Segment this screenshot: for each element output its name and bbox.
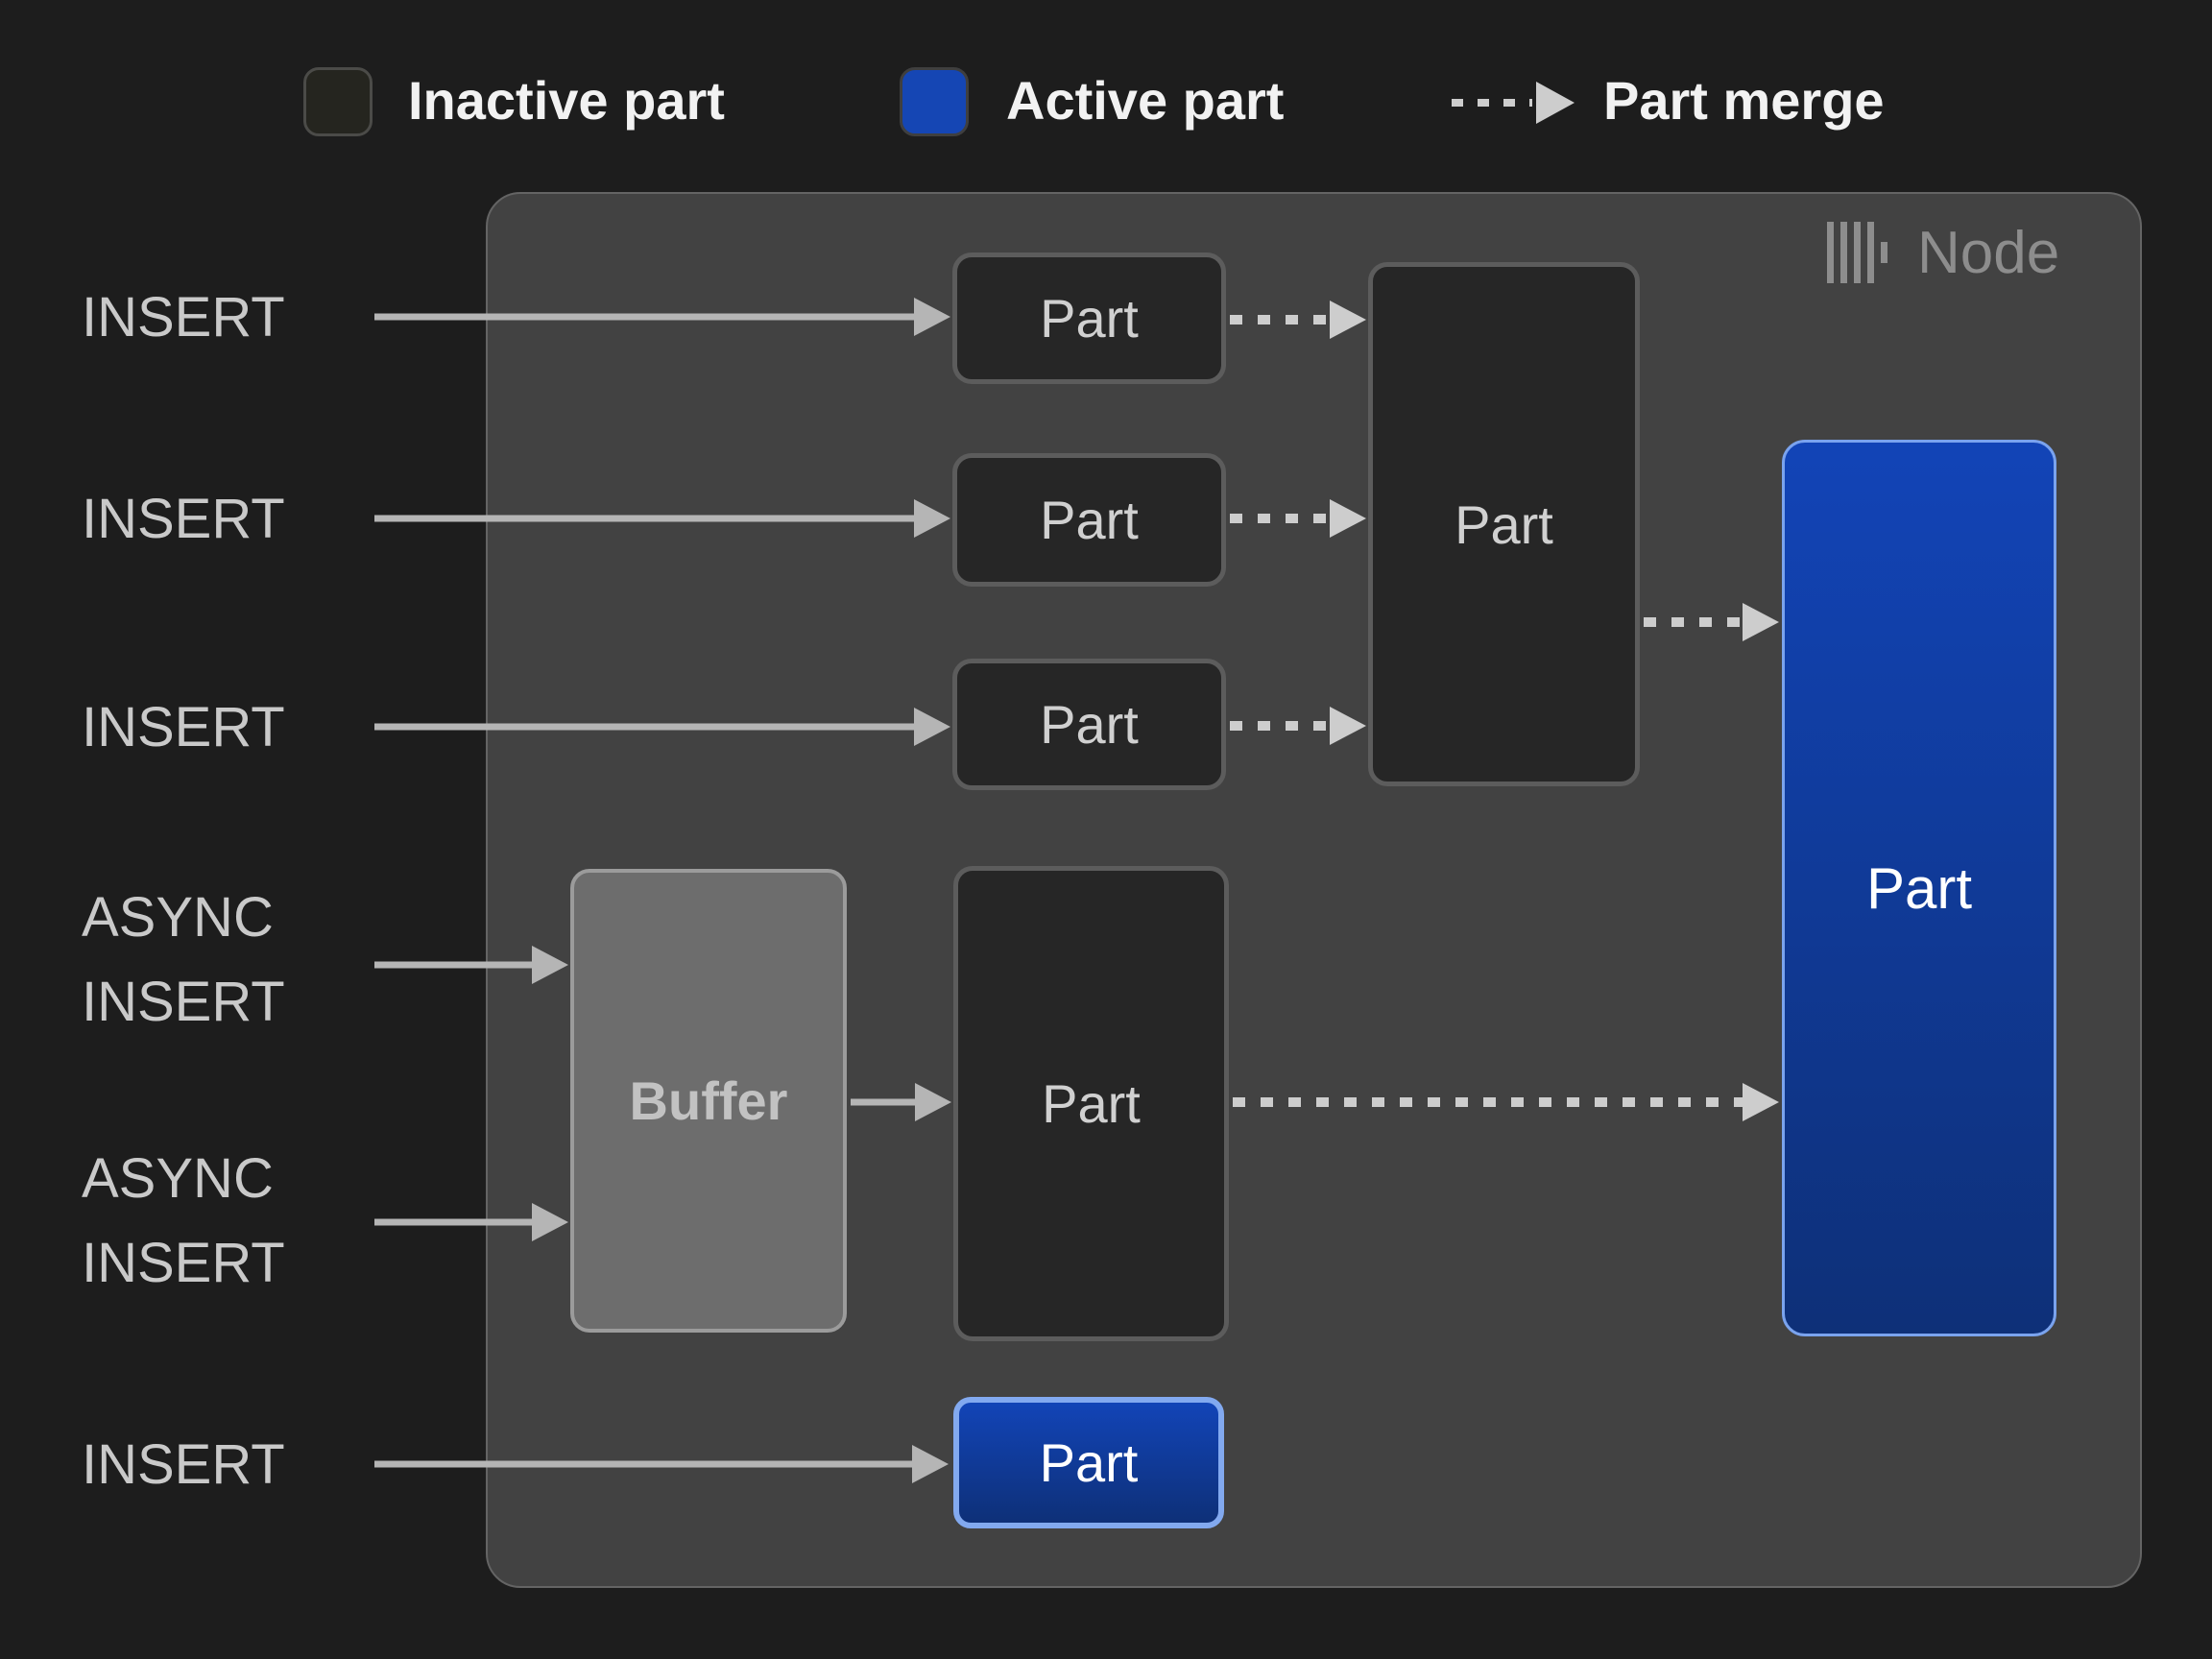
buffer-box: Buffer (570, 869, 847, 1333)
legend-active-label: Active part (1006, 69, 1285, 131)
node-title-text: Node (1917, 219, 2060, 286)
node-title: Node (1827, 219, 2060, 286)
part-box-top-2: Part (952, 453, 1226, 587)
node-logo-icon (1827, 222, 1887, 283)
inactive-part-swatch (303, 67, 373, 136)
input-label-async-insert-1: ASYNC INSERT (82, 886, 285, 1033)
legend-inactive-label: Inactive part (408, 69, 725, 131)
part-box-active-bottom: Part (953, 1397, 1224, 1528)
part-box-merged: Part (1368, 262, 1640, 786)
input-label-async-insert-2: ASYNC INSERT (82, 1147, 285, 1294)
part-box-buffered: Part (953, 866, 1229, 1341)
part-box-top-1: Part (952, 252, 1226, 384)
input-label-insert-3: INSERT (82, 695, 285, 758)
input-label-insert-1: INSERT (82, 285, 285, 349)
part-box-active-main: Part (1782, 440, 2056, 1336)
legend-merge-arrow (1452, 82, 1575, 124)
legend-merge-label: Part merge (1603, 69, 1885, 131)
active-part-swatch (900, 67, 969, 136)
input-label-insert-2: INSERT (82, 487, 285, 550)
part-box-top-3: Part (952, 659, 1226, 790)
input-label-insert-4: INSERT (82, 1432, 285, 1496)
